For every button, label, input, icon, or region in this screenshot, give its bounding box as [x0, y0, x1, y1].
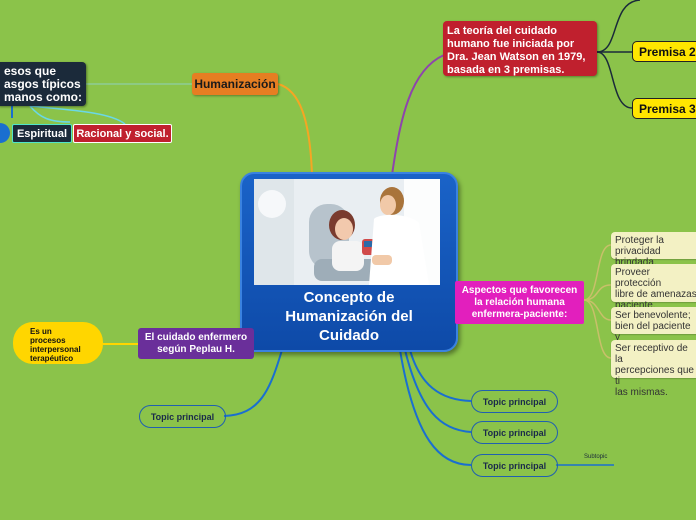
- racional-social-node[interactable]: Racional y social.: [73, 124, 172, 143]
- central-topic-title: Concepto de Humanización del Cuidado: [285, 289, 413, 344]
- topic-principal-right-2[interactable]: Topic principal: [471, 421, 558, 444]
- premisa-3-node[interactable]: Premisa 3: [632, 98, 696, 119]
- teoria-node[interactable]: La teoría del cuidado humano fue iniciad…: [443, 21, 597, 76]
- subtopic-label[interactable]: Subtopic: [584, 454, 608, 460]
- note-benevolente[interactable]: Ser benevolente; bien del paciente y: [611, 307, 696, 343]
- topic-principal-left[interactable]: Topic principal: [139, 405, 226, 428]
- peplau-node[interactable]: El cuidado enfermero según Peplau H.: [138, 328, 254, 359]
- note-proteccion[interactable]: Proveer protección libre de amenazas pac…: [611, 264, 696, 311]
- central-topic-node[interactable]: Concepto de Humanización del Cuidado: [240, 172, 458, 352]
- premisa-2-node[interactable]: Premisa 2: [632, 41, 696, 62]
- note-privacidad[interactable]: Proteger la privacidad brindada.: [611, 232, 696, 268]
- humanizacion-node[interactable]: Humanización: [192, 73, 278, 95]
- espiritual-node[interactable]: Espiritual: [12, 124, 72, 143]
- blue-node-fragment[interactable]: [0, 123, 10, 143]
- aspectos-node[interactable]: Aspectos que favorecen la relación human…: [455, 281, 584, 324]
- dark-topic-node[interactable]: esos que asgos típicos manos como:: [0, 62, 86, 106]
- proceso-interpersonal-node[interactable]: Es un procesos interpersonal terapéutico: [13, 322, 103, 364]
- note-receptivo[interactable]: Ser receptivo de la percepciones que ti …: [611, 340, 696, 398]
- topic-principal-right-3[interactable]: Topic principal: [471, 454, 558, 477]
- topic-principal-right-1[interactable]: Topic principal: [471, 390, 558, 413]
- nurse-patient-photo: [254, 179, 440, 285]
